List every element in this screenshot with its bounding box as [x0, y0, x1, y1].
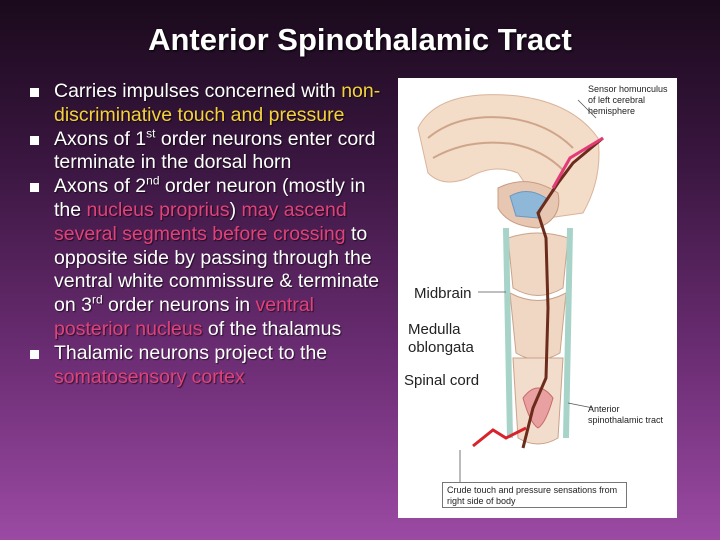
- tract-label: Anterior spinothalamic tract: [588, 404, 664, 425]
- bullet-text: Carries impulses concerned with: [54, 80, 342, 102]
- bullet-marker: [30, 135, 39, 145]
- homunculus-label: Sensor homunculus of left cerebral hemis…: [588, 84, 668, 116]
- medulla-label: Medulla oblongata: [408, 321, 474, 356]
- diagram-illustration: [417, 94, 604, 482]
- bullet-list: Carries impulses concerned with non- dis…: [30, 80, 390, 389]
- bullet-marker: [30, 349, 39, 359]
- bullet-text: st: [146, 126, 156, 141]
- bullet-text: Axons of 1: [54, 127, 147, 150]
- highlighted-text: nucleus proprius: [86, 198, 230, 221]
- bullet-text: order neurons in: [102, 294, 256, 317]
- highlighted-text: may ascend several segments before cross…: [54, 198, 347, 245]
- bullet-item: Carries impulses concerned with non- dis…: [30, 80, 390, 128]
- bullet-marker: [30, 183, 39, 193]
- bullet-text: order neurons enter cord terminate in th…: [54, 127, 376, 174]
- midbrain-label: Midbrain: [414, 285, 472, 302]
- afferent-fiber: [472, 426, 527, 448]
- bullet-text: of the thalamus: [202, 317, 342, 340]
- highlighted-text: somatosensory cortex: [54, 365, 245, 388]
- bullet-text: Thalamic neurons project to the: [54, 341, 328, 364]
- bullet-text: rd: [91, 292, 103, 307]
- spinothalamic-diagram: Sensor homunculus of left cerebral hemis…: [398, 78, 677, 518]
- bullet-marker: [30, 88, 39, 97]
- highlighted-text: non- discriminative touch and: [54, 80, 381, 126]
- medulla-shape: [509, 292, 567, 360]
- bullet-text: nd: [146, 173, 160, 188]
- bullet-text: Axons of 2: [54, 175, 147, 198]
- bullet-item: Thalamic neurons project to the somatose…: [30, 342, 390, 390]
- bullet-item: Axons of 2nd order neuron (mostly in the…: [30, 175, 390, 342]
- highlighted-text: pressure: [268, 103, 345, 126]
- highlighted-text: ventral posterior nucleus: [54, 294, 314, 340]
- spinal-cord-label: Spinal cord: [404, 372, 480, 389]
- bullet-item: Axons of 1st order neurons enter cord te…: [30, 126, 390, 176]
- cortex-folds: [427, 116, 574, 149]
- sensation-caption: Crude touch and pressure sensations from…: [442, 482, 627, 508]
- bullet-text: to opposite side by passing through the …: [54, 222, 380, 317]
- cortical-projection: [551, 136, 604, 189]
- midbrain-shape: [507, 232, 569, 296]
- slide-title: Anterior Spinothalamic Tract: [148, 22, 572, 57]
- bullet-text: order neuron (mostly in the: [54, 175, 366, 221]
- bullet-text: ): [229, 198, 242, 221]
- tract-path: [521, 136, 604, 449]
